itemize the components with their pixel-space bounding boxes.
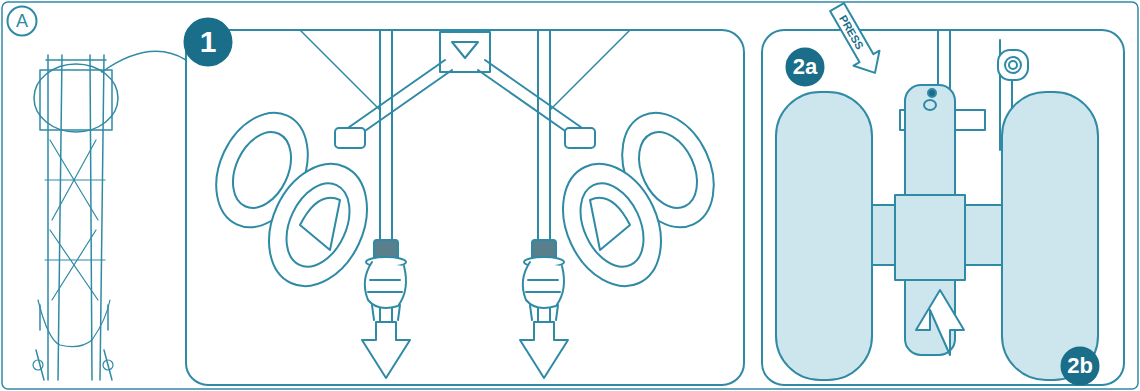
step-number: 2a	[785, 47, 825, 87]
callout-number: 1	[200, 27, 217, 57]
callout-number: 2a	[793, 56, 817, 78]
callout-number: 2b	[1067, 355, 1093, 377]
step-number: 1	[183, 17, 233, 67]
step-number: 2b	[1060, 346, 1100, 386]
callout-number: A	[16, 12, 28, 30]
panel-letter: A	[6, 5, 38, 37]
press-arrow: PRESS	[827, 1, 885, 80]
